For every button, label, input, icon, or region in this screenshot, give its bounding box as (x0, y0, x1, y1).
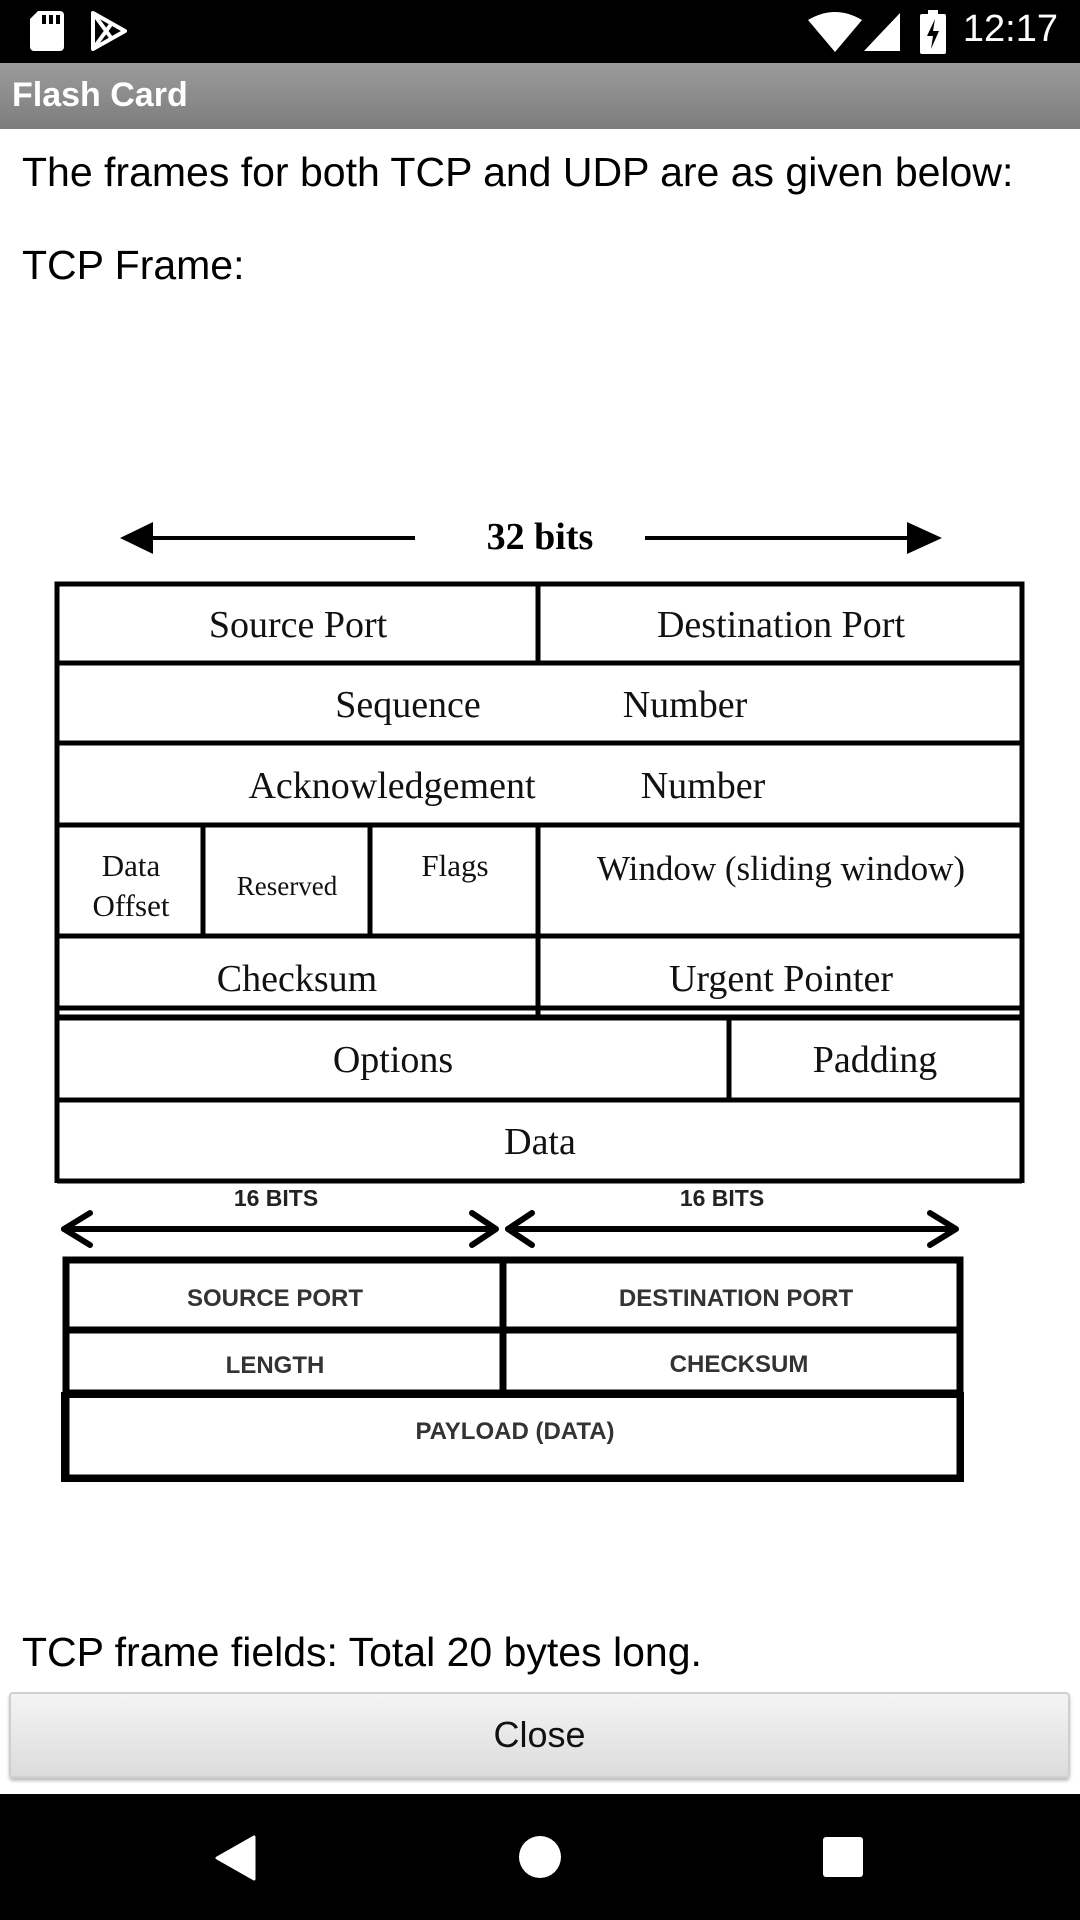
udp-payload: PAYLOAD (DATA) (415, 1418, 614, 1445)
udp-destination-port: DESTINATION PORT (619, 1285, 854, 1312)
tcp-destination-port: Destination Port (657, 604, 905, 646)
udp-length: LENGTH (226, 1352, 325, 1379)
tcp-checksum: Checksum (217, 958, 377, 1000)
right-arrow-icon (907, 522, 942, 554)
left-arrow-icon (120, 522, 153, 554)
tcp-heading: TCP Frame: (22, 242, 245, 288)
status-time: 12:17 (962, 8, 1058, 50)
udp-left-bits-label: 16 BITS (234, 1185, 318, 1211)
intro-text: The frames for both TCP and UDP are as g… (22, 149, 1014, 195)
tcp-padding: Padding (813, 1039, 938, 1081)
udp-right-arrow-start-icon (505, 1210, 535, 1248)
tcp-width-label: 32 bits (487, 516, 594, 558)
back-icon[interactable] (214, 1835, 258, 1881)
udp-left-arrow-end-icon (469, 1210, 499, 1248)
tcp-flags: Flags (421, 848, 488, 883)
udp-left-arrow-start-icon (61, 1210, 93, 1248)
tcp-source-port: Source Port (209, 604, 388, 646)
sd-card-icon (30, 11, 64, 51)
tcp-frame-diagram: 32 bits Source Port Destination Port Seq… (54, 516, 1025, 1021)
udp-right-bits-label: 16 BITS (680, 1185, 764, 1211)
play-store-icon (91, 11, 127, 51)
tcp-data-offset-line2: Offset (93, 888, 170, 923)
recents-icon[interactable] (823, 1837, 863, 1877)
battery-charging-icon (920, 10, 946, 54)
udp-source-port: SOURCE PORT (187, 1285, 363, 1312)
status-bar: 12:17 (0, 0, 1080, 63)
tcp-sequence-number: Number (623, 684, 748, 726)
udp-right-arrow-end-icon (927, 1210, 959, 1248)
app-title-bar: Flash Card (0, 63, 1080, 129)
footer-text: TCP frame fields: Total 20 bytes long. (22, 1629, 702, 1675)
tcp-data: Data (504, 1121, 576, 1163)
close-button[interactable]: Close (9, 1692, 1070, 1778)
tcp-acknowledgement-number: Number (641, 765, 766, 807)
tcp-acknowledgement: Acknowledgement (248, 765, 535, 807)
app-title: Flash Card (12, 76, 188, 114)
tcp-data-offset-line1: Data (102, 848, 161, 883)
navigation-bar (0, 1794, 1080, 1920)
signal-icon (864, 13, 900, 51)
tcp-window: Window (sliding window) (597, 849, 965, 888)
tcp-reserved: Reserved (237, 871, 338, 901)
tcp-frame-lower-rows: Checksum Urgent Pointer Options Padding … (54, 937, 1025, 1184)
tcp-urgent-pointer: Urgent Pointer (669, 958, 893, 1000)
udp-frame-diagram: 16 BITS 16 BITS SOURCE PORT DESTINATION … (61, 1185, 964, 1482)
flash-card-content[interactable]: The frames for both TCP and UDP are as g… (0, 129, 1080, 1689)
wifi-icon (808, 12, 862, 52)
tcp-sequence: Sequence (335, 684, 481, 726)
home-icon[interactable] (518, 1835, 562, 1879)
udp-checksum: CHECKSUM (670, 1351, 809, 1378)
tcp-options: Options (333, 1039, 453, 1081)
